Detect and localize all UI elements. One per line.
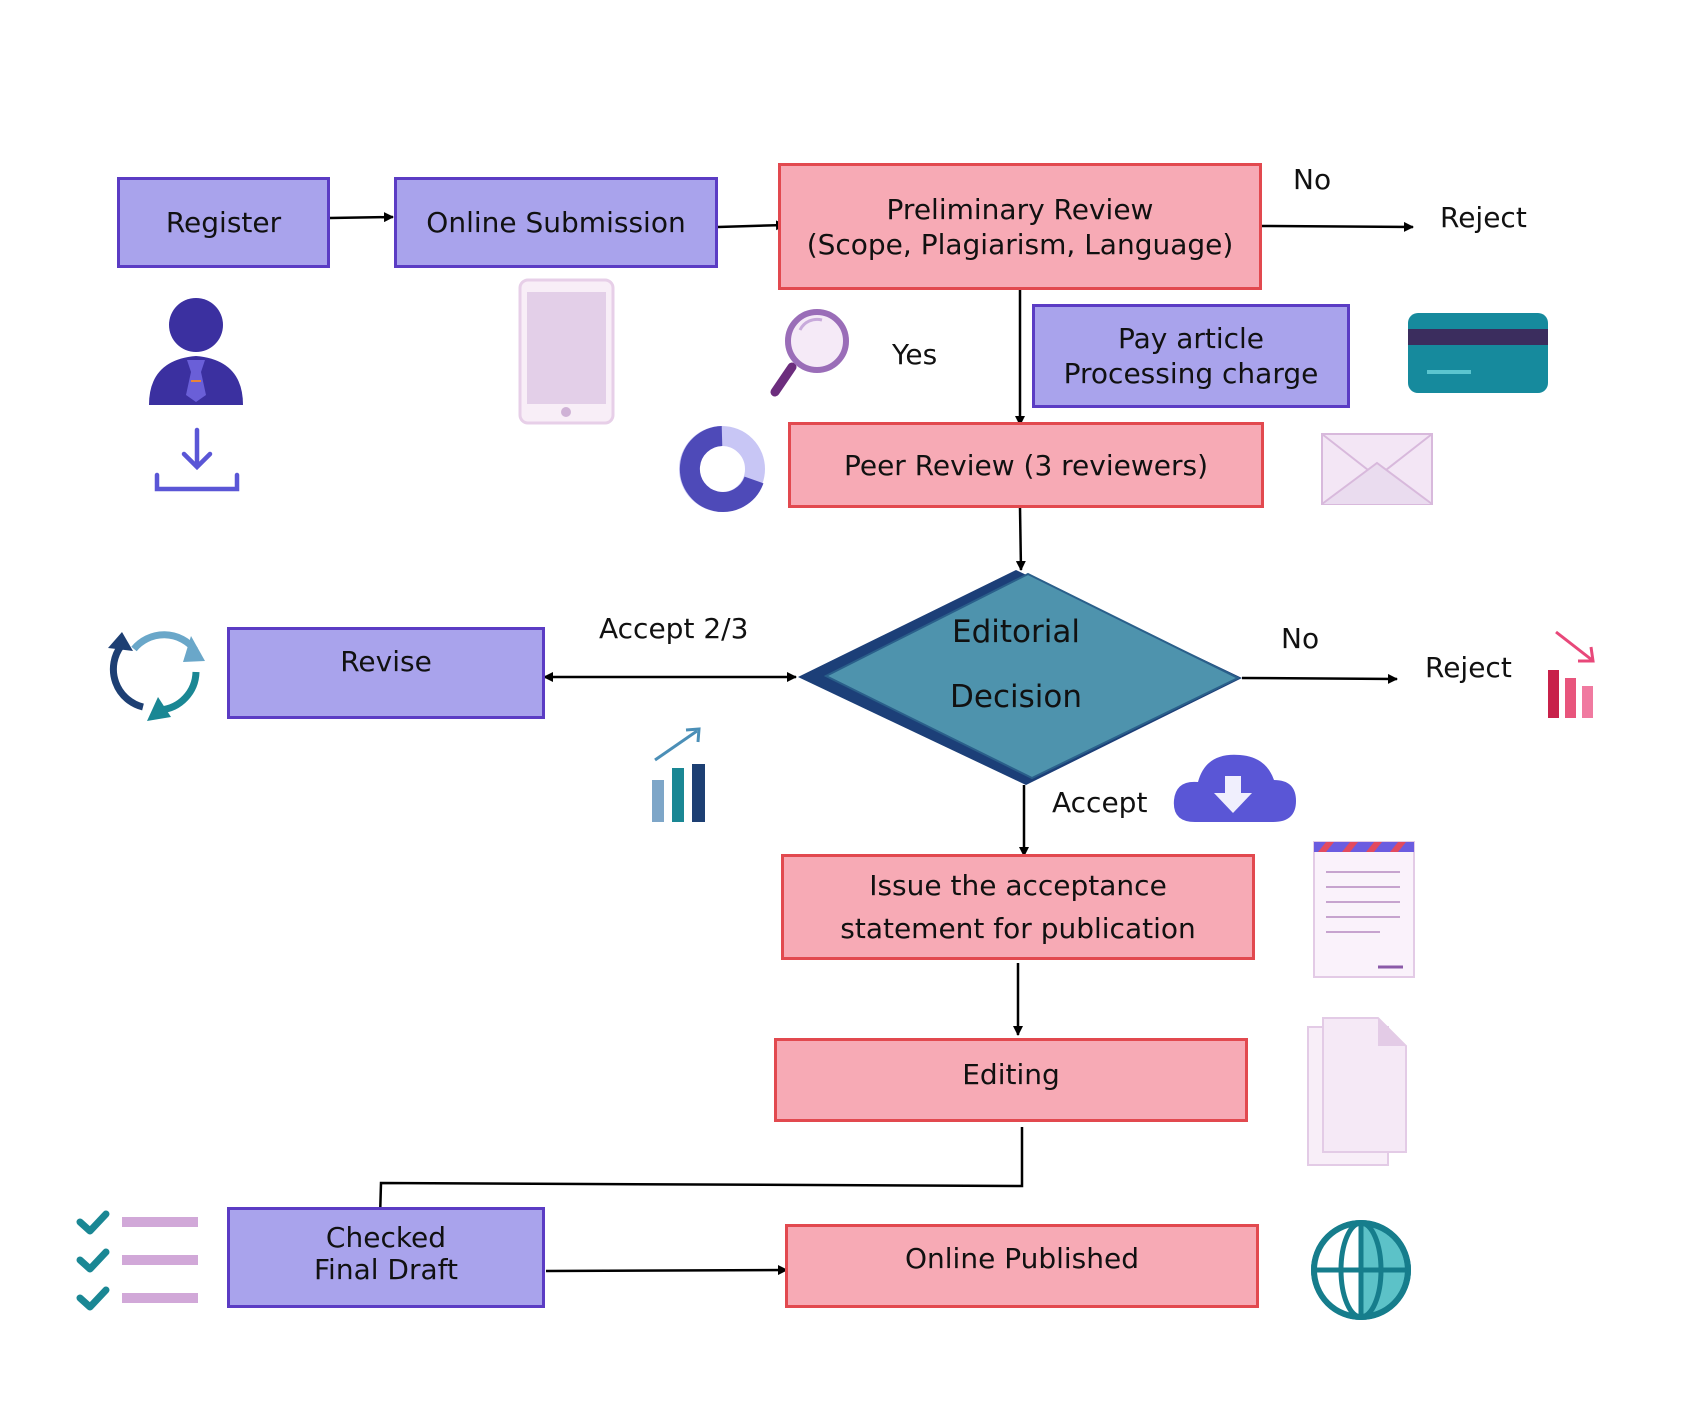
cloud-download-icon: [1173, 754, 1296, 822]
rising-bar-chart-icon: [652, 727, 705, 822]
falling-bar-chart-icon: [1548, 630, 1595, 718]
online-submission-label: Online Submission: [426, 206, 686, 239]
accept-two-thirds-label: Accept 2/3: [599, 612, 749, 645]
download-tray-icon: [154, 427, 240, 492]
reject-label-decision: Reject: [1425, 651, 1512, 684]
arrow-editing-to-checked: [375, 1127, 1024, 1219]
online-published-label: Online Published: [904, 1242, 1140, 1275]
reject-label-preliminary: Reject: [1440, 201, 1527, 234]
editorial-decision-line1: Editorial: [952, 614, 1080, 650]
no-label-preliminary: No: [1293, 163, 1332, 196]
refresh-cycle-icon: [108, 631, 205, 721]
globe-icon: [1311, 1220, 1411, 1320]
arrow-preliminary-to-reject: [1261, 221, 1414, 232]
checked-final-draft-box: Checked Final Draft: [227, 1207, 545, 1308]
no-label-decision: No: [1281, 622, 1320, 655]
issue-acceptance-box: Issue the acceptance statement for publi…: [781, 854, 1255, 960]
arrow-checked-to-published: [545, 1265, 788, 1276]
donut-chart-icon: [679, 426, 765, 512]
credit-card-icon: [1408, 313, 1548, 393]
arrow-register-to-submission: [329, 212, 394, 223]
checklist-icon: [76, 1210, 198, 1311]
accept-label: Accept: [1052, 786, 1148, 819]
documents-icon: [1307, 1017, 1407, 1166]
preliminary-review-line2: (Scope, Plagiarism, Language): [806, 227, 1234, 261]
arrow-submission-to-preliminary: [717, 220, 786, 231]
pay-article-box: Pay article Processing charge: [1032, 304, 1350, 408]
issue-acceptance-line1: Issue the acceptance: [869, 869, 1167, 902]
editing-box: Editing: [774, 1038, 1248, 1122]
revise-box: Revise: [227, 627, 545, 719]
arrow-decision-to-reject: [1241, 673, 1398, 684]
editing-label: Editing: [962, 1058, 1060, 1091]
envelope-icon: [1321, 433, 1433, 505]
peer-review-box: Peer Review (3 reviewers): [788, 422, 1264, 508]
preliminary-review-line1: Preliminary Review: [886, 192, 1154, 226]
magnifier-icon: [770, 309, 849, 397]
user-icon: [149, 298, 243, 405]
issue-acceptance-line2: statement for publication: [840, 912, 1196, 945]
online-published-box: Online Published: [785, 1224, 1259, 1308]
register-box: Register: [117, 177, 330, 268]
tablet-icon: [518, 278, 615, 425]
editorial-decision-line2: Decision: [950, 679, 1082, 715]
yes-label: Yes: [892, 338, 938, 371]
pay-article-line2: Processing charge: [1063, 357, 1319, 390]
arrow-peer-to-decision: [1015, 507, 1026, 571]
register-label: Register: [165, 206, 282, 239]
online-submission-box: Online Submission: [394, 177, 718, 268]
preliminary-review-box: Preliminary Review (Scope, Plagiarism, L…: [778, 163, 1262, 290]
airmail-letter-icon: [1313, 841, 1415, 978]
editorial-decision-diamond: [798, 570, 1242, 785]
revise-label: Revise: [340, 645, 432, 678]
checked-final-draft-line1: Checked: [325, 1221, 447, 1254]
pay-article-line1: Pay article: [1117, 322, 1265, 355]
peer-review-label: Peer Review (3 reviewers): [843, 448, 1209, 482]
checked-final-draft-line2: Final Draft: [313, 1253, 458, 1287]
